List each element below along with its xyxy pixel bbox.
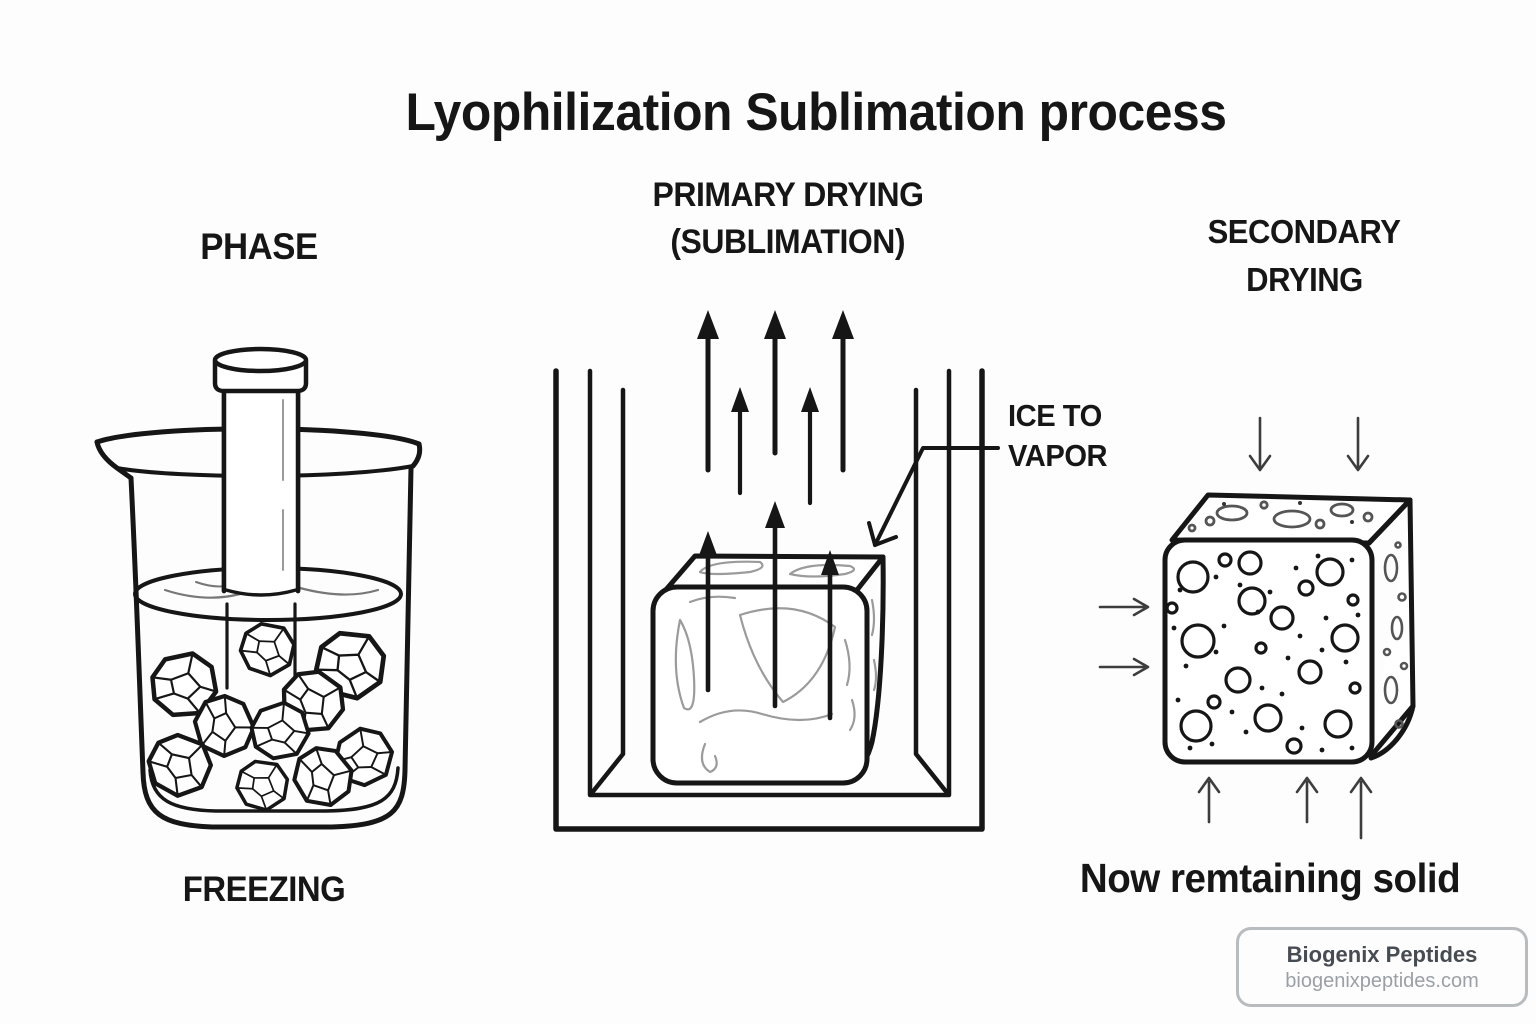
secondary-drying-illustration <box>1098 416 1416 840</box>
porous-cube <box>1162 492 1416 765</box>
freezing-caption: FREEZING <box>182 870 346 909</box>
brand-url: biogenixpeptides.com <box>1285 969 1479 992</box>
primary-drying-label-line1: PRIMARY DRYING <box>652 176 924 214</box>
secondary-drying-label-line1: SECONDARY <box>1207 213 1401 250</box>
secondary-drying-label-line2: DRYING <box>1245 261 1363 298</box>
page-title: Lyophilization Sublimation process <box>379 82 1252 143</box>
secondary-drying-label: SECONDARY DRYING <box>1201 208 1406 304</box>
vapor-arrow-medium <box>731 387 819 506</box>
freezing-beaker-illustration <box>94 346 423 830</box>
brand-badge: Biogenix Peptides biogenixpeptides.com <box>1236 927 1528 1007</box>
vapor-arrow-long <box>697 310 854 473</box>
beaker-rod <box>212 346 309 597</box>
page-title-text: Lyophilization Sublimation process <box>405 83 1227 142</box>
secondary-flow-arrows <box>1098 416 1373 840</box>
ice-to-vapor-annotation: ICE TO VAPOR <box>1008 396 1113 476</box>
primary-drying-label: PRIMARY DRYING (SUBLIMATION) <box>644 172 932 266</box>
secondary-caption: Now remtaining solid <box>1079 855 1461 901</box>
pore-dots-front <box>1171 553 1361 753</box>
pores-top <box>1187 500 1374 533</box>
brand-name: Biogenix Peptides <box>1286 941 1478 967</box>
down-arrow <box>1248 416 1370 472</box>
ice-cubes <box>141 617 403 815</box>
ice-to-vapor-line2: VAPOR <box>1008 438 1108 473</box>
ice-block <box>650 553 886 786</box>
ice-texture <box>674 560 878 774</box>
ice-cube <box>231 755 293 815</box>
ice-cube <box>234 617 300 682</box>
freezing-phase-label: PHASE <box>200 226 318 267</box>
pore-dots-top <box>1222 501 1354 524</box>
pores-side <box>1382 541 1409 729</box>
ice-to-vapor-leader-arrow <box>867 446 1000 547</box>
pores-front <box>1165 550 1362 755</box>
chamber-walls <box>553 368 985 832</box>
primary-drying-illustration <box>553 310 1000 832</box>
vapor-arrow-from-block <box>698 501 839 721</box>
right-arrow <box>1098 597 1150 677</box>
ice-to-vapor-line1: ICE TO <box>1008 398 1102 433</box>
up-arrow <box>1197 776 1373 840</box>
vapor-arrows <box>697 310 854 721</box>
primary-drying-label-line2: (SUBLIMATION) <box>670 223 906 261</box>
